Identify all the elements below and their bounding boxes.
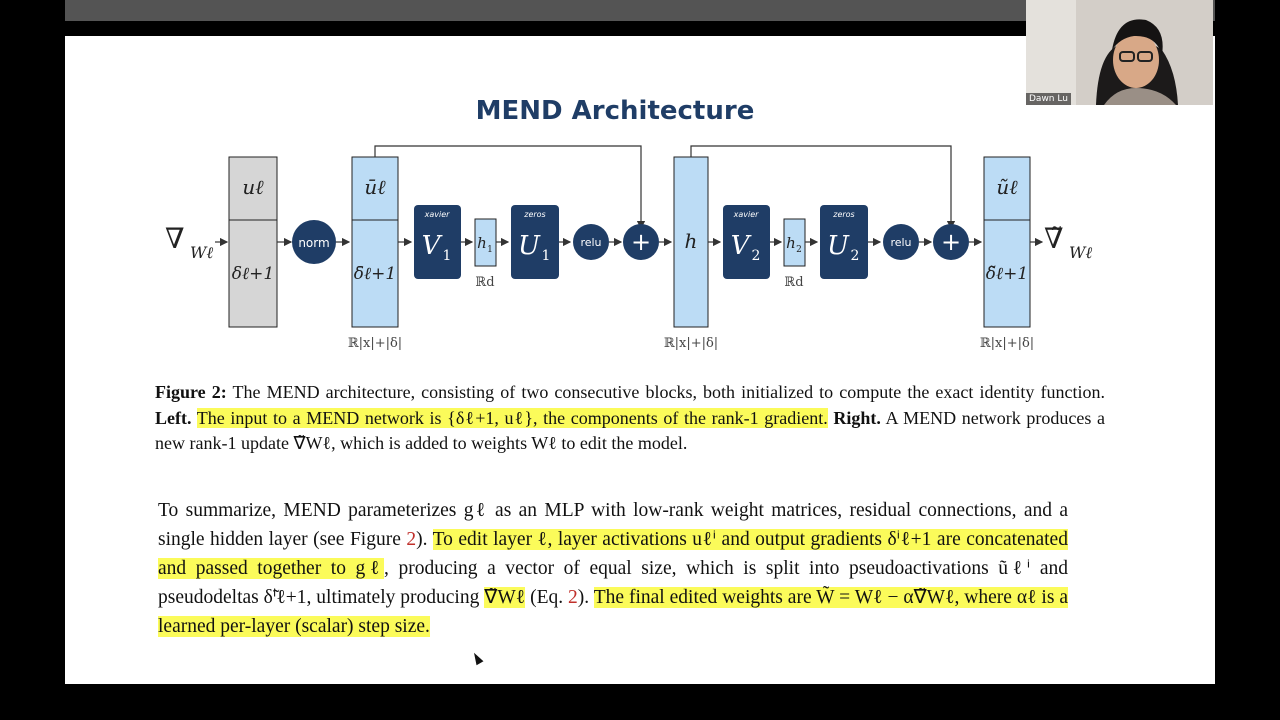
u-tilde-label: ũℓ (996, 175, 1018, 199)
input-sub: Wℓ (190, 243, 213, 262)
output-sub: Wℓ (1069, 243, 1092, 262)
caption-line-1: The MEND architecture, consisting of two… (226, 382, 1106, 402)
plus-label-2: + (941, 228, 961, 256)
dim-label-1: ℝ|x|+|δ| (348, 336, 402, 351)
u1-label: U (518, 231, 541, 261)
summary-paragraph: To summarize, MEND parameterizes gℓ as a… (158, 496, 1068, 641)
v1-label: V (422, 231, 443, 261)
right-text: A MEND network produces a new rank-1 upd… (155, 407, 1105, 454)
u2-sub: 2 (851, 248, 860, 264)
figure-caption: Figure 2: The MEND architecture, consist… (155, 380, 1105, 457)
mend-architecture-diagram: ∇ Wℓ uℓ δℓ+1 norm ūℓ δ̄ℓ+1 ℝ|x|+|δ| (165, 145, 1092, 351)
delta-bar-label: δ̄ℓ+1 (354, 264, 396, 284)
h2-block: h 2 ℝd (783, 218, 806, 290)
para-part-1: To summarize, MEND parameterizes gℓ as a… (158, 500, 1068, 550)
u2-label: U (827, 231, 850, 261)
left-label: Left. (155, 407, 192, 428)
h-block: h ℝ|x|+|δ| (664, 156, 718, 351)
v1-sub: 1 (443, 248, 452, 264)
h1-block: h 1 ℝd (474, 218, 497, 290)
para-part-3: , producing a vector of equal size, whic… (158, 558, 1068, 608)
participant-name: Dawn Lu (1026, 93, 1071, 105)
u1-block: zeros U 1 (511, 205, 559, 279)
presentation-slide: MEND Architecture ∇ Wℓ uℓ δℓ+1 norm (65, 36, 1215, 684)
norm-node: norm (292, 220, 336, 264)
plus-label-1: + (631, 228, 651, 256)
delta-tilde-label: δ̃ℓ+1 (986, 264, 1028, 284)
left-text-highlight: The input to a MEND network is {δℓ+1, uℓ… (196, 407, 828, 428)
xavier-label-2: xavier (733, 210, 760, 219)
output-block: ũℓ δ̃ℓ+1 ℝ|x|+|δ| (980, 156, 1034, 351)
slide-title: MEND Architecture (475, 96, 755, 126)
norm-label: norm (298, 236, 329, 250)
v2-sub: 2 (752, 248, 761, 264)
u2-block: zeros U 2 (820, 205, 868, 279)
dim-label-2: ℝ|x|+|δ| (664, 336, 718, 351)
output-nabla: ∇̃ (1044, 222, 1064, 255)
h2-sub: 2 (796, 245, 802, 255)
relu-label-2: relu (890, 236, 911, 249)
figure-label: Figure 2: (155, 382, 227, 402)
presenter-silhouette (1026, 0, 1213, 105)
equation-reference[interactable]: 2 (568, 587, 578, 608)
output-gradient-label: ∇̃ Wℓ (1044, 222, 1092, 262)
v2-block: xavier V 2 (723, 205, 770, 279)
u-bar-label: ūℓ (364, 175, 386, 199)
zeros-label-1: zeros (523, 210, 545, 219)
figure-reference[interactable]: 2 (406, 529, 417, 550)
plus-node-2: + (933, 224, 969, 260)
h1-label: h (477, 234, 487, 252)
input-gradient-label: ∇ Wℓ (165, 222, 213, 262)
relu-label-1: relu (580, 236, 601, 249)
relu-node-2: relu (883, 224, 919, 260)
dim-label-3: ℝ|x|+|δ| (980, 336, 1034, 351)
h1-sub: 1 (487, 245, 493, 255)
para-part-2: ). (416, 529, 433, 550)
relu-node-1: relu (573, 224, 609, 260)
plus-node-1: + (623, 224, 659, 260)
u-label: uℓ (242, 175, 264, 199)
xavier-label-1: xavier (424, 210, 451, 219)
normalized-block: ūℓ δ̄ℓ+1 ℝ|x|+|δ| (348, 156, 402, 351)
v1-block: xavier V 1 (414, 205, 461, 279)
u1-sub: 1 (542, 248, 551, 264)
input-nabla: ∇ (165, 222, 185, 255)
para-part-5: ). (577, 587, 594, 608)
dim-label-d2: ℝd (784, 275, 803, 290)
screen-top-bar (65, 0, 1215, 21)
v2-label: V (731, 231, 752, 261)
zeros-label-2: zeros (832, 210, 854, 219)
highlight-2: ∇̃Wℓ (484, 587, 526, 608)
para-part-4: (Eq. (525, 587, 569, 608)
h-label: h (685, 229, 698, 253)
dim-label-d1: ℝd (475, 275, 494, 290)
h2-label: h (786, 234, 796, 252)
delta-label: δℓ+1 (232, 264, 274, 284)
webcam-video-tile[interactable]: Dawn Lu (1026, 0, 1213, 105)
right-label: Right. (833, 407, 881, 428)
input-block: uℓ δℓ+1 (228, 156, 278, 328)
